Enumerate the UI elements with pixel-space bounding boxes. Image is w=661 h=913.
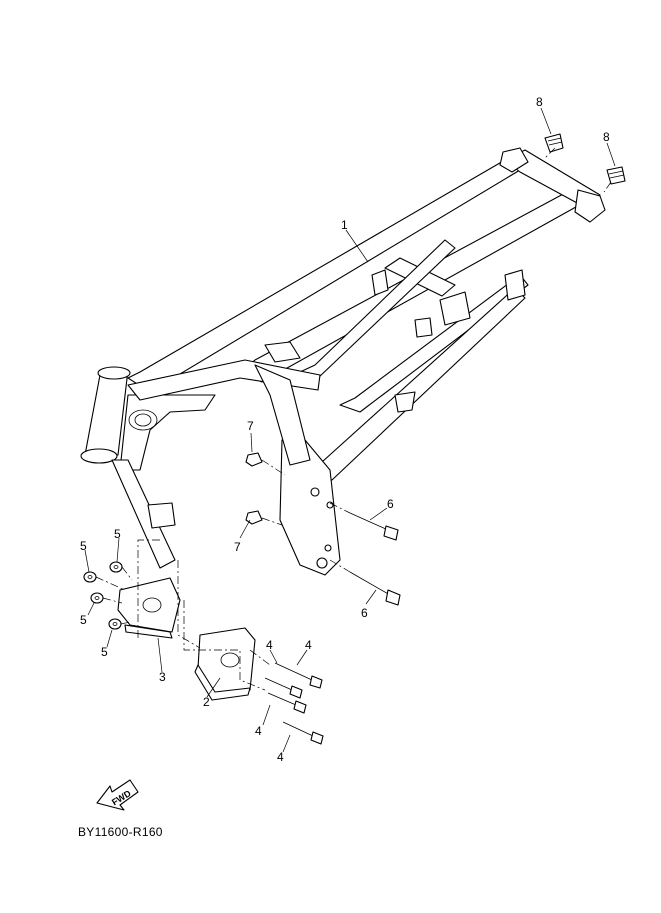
washer-5a[interactable] (83, 571, 97, 583)
callout-5d: 5 (101, 645, 108, 659)
callout-7a: 7 (247, 419, 254, 433)
callout-4c: 4 (255, 724, 262, 738)
callout-5a: 5 (80, 539, 87, 553)
callout-6a: 6 (387, 497, 394, 511)
callout-3: 3 (159, 670, 166, 684)
bolt-6b[interactable] (349, 571, 401, 606)
washer-5c[interactable] (90, 592, 104, 604)
nut-7b[interactable] (245, 510, 263, 525)
bolt-4d[interactable] (282, 721, 324, 745)
callout-4d: 4 (277, 750, 284, 764)
callout-7b: 7 (234, 540, 241, 554)
washer-5b[interactable] (109, 561, 123, 573)
assembly-lines (95, 147, 612, 691)
callout-4b: 4 (305, 638, 312, 652)
nut-7a[interactable] (245, 452, 263, 467)
callout-6b: 6 (361, 606, 368, 620)
callout-5b: 5 (114, 527, 121, 541)
bolt-4c[interactable] (267, 692, 307, 714)
callout-4a: 4 (266, 638, 273, 652)
engine-bracket-rear[interactable] (194, 627, 256, 701)
main-frame[interactable] (80, 147, 606, 576)
rear-cap-left[interactable] (544, 133, 564, 153)
washer-5d[interactable] (108, 618, 122, 630)
diagram-code: BY11600-R160 (78, 825, 163, 839)
rear-cap-right[interactable] (606, 166, 626, 185)
callout-8a: 8 (536, 95, 543, 109)
callout-8b: 8 (603, 130, 610, 144)
callout-1: 1 (341, 218, 348, 232)
bolt-4b[interactable] (264, 677, 303, 699)
bolt-4a[interactable] (274, 662, 323, 689)
engine-bracket-front[interactable] (117, 577, 181, 639)
callout-labels: 1 2 3 4 4 4 4 5 5 5 5 6 6 7 7 8 8 (80, 95, 610, 764)
callout-5c: 5 (80, 613, 87, 627)
leader-lines (84, 107, 616, 753)
callout-2: 2 (203, 695, 210, 709)
fwd-arrow-icon: FWD (96, 779, 139, 811)
bolt-6a[interactable] (349, 512, 399, 541)
